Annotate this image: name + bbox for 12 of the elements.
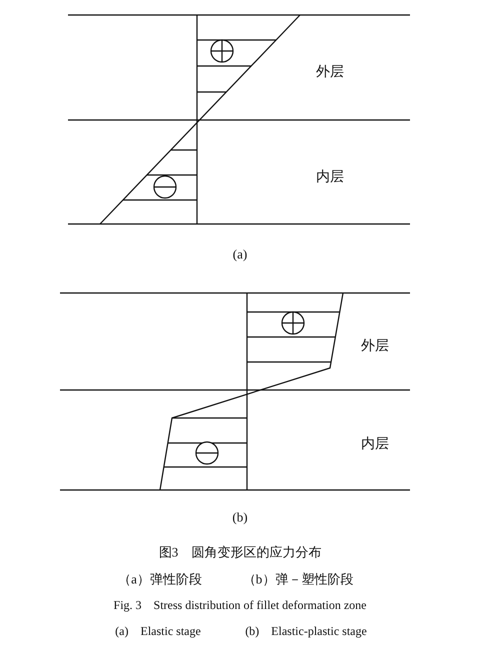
subcaption: （a）弹性阶段	[118, 572, 202, 586]
subcaption: （b）弹－塑性阶段	[242, 572, 354, 586]
subcaption: (b) Elastic-plastic stage	[245, 625, 367, 637]
panel-label: (a)	[232, 248, 248, 260]
layer-label: 外层	[361, 340, 389, 354]
layer-label: 内层	[361, 438, 389, 452]
layer-label: 外层	[316, 66, 344, 80]
layer-label: 内层	[316, 171, 344, 185]
figure-title: 图3 圆角变形区的应力分布	[158, 546, 322, 558]
subcaption: (a) Elastic stage	[115, 625, 201, 637]
figure-title: Fig. 3 Stress distribution of fillet deformation zone	[114, 599, 366, 611]
panel-label: (b)	[232, 510, 248, 524]
